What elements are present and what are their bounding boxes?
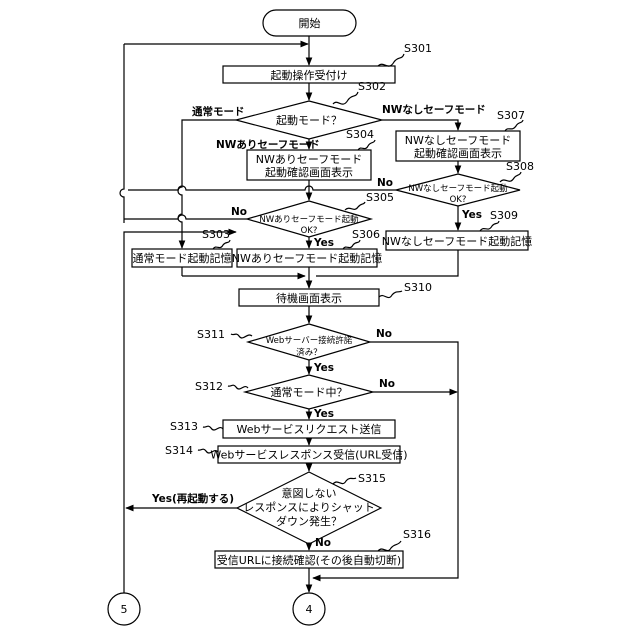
branch-yes-restart: Yes(再起動する) (151, 492, 234, 505)
label-s302: S302 (358, 80, 386, 93)
label-s309: S309 (490, 209, 518, 222)
leader-s310 (379, 291, 402, 298)
s315-text-3: ダウン発生？ (276, 514, 342, 528)
branch-nw-on-safe: NWありセーフモード (216, 138, 320, 151)
s305-no-line (124, 215, 247, 219)
arrow-s302-s307 (382, 120, 458, 130)
s307-text-1: NWなしセーフモード (405, 134, 511, 147)
leader-s315 (333, 478, 356, 484)
label-s312: S312 (195, 380, 223, 393)
branch-no-s312: No (379, 378, 395, 390)
leader-s312 (228, 385, 248, 389)
label-s308: S308 (506, 160, 534, 173)
s303-text: 通常モード起動記憶 (133, 251, 232, 265)
branch-yes-s308: Yes (461, 209, 482, 221)
label-s311: S311 (197, 328, 225, 341)
s302-text: 起動モード？ (276, 113, 342, 127)
label-s303: S303 (202, 228, 230, 241)
leader-s313 (203, 426, 223, 430)
s308-text-2: OK? (450, 195, 467, 205)
s308-no-line (128, 186, 396, 190)
leader-s301 (378, 54, 404, 66)
branch-nw-off-safe: NWなしセーフモード (382, 104, 486, 116)
label-s313: S313 (170, 420, 198, 433)
label-s306: S306 (352, 228, 380, 241)
label-s301: S301 (404, 42, 432, 55)
branch-normal-mode: 通常モード (192, 105, 245, 118)
s312-text: 通常モード中？ (271, 386, 348, 399)
label-s316: S316 (403, 528, 431, 541)
leader-s316 (378, 541, 401, 551)
leader-s303 (213, 240, 230, 249)
label-s315: S315 (358, 472, 386, 485)
s304-text-2: 起動確認画面表示 (265, 165, 353, 179)
start-text: 開始 (299, 16, 321, 30)
label-s305: S305 (366, 191, 394, 204)
leader-s311 (231, 334, 252, 338)
leader-s306 (343, 240, 360, 249)
branch-no-s305: No (231, 206, 247, 218)
s311-text-1: Webサーバー接続許諾 (266, 335, 353, 346)
connector-4-text: 4 (306, 603, 313, 616)
s315-text-1: 意図しない (282, 486, 337, 500)
label-s314: S314 (165, 444, 193, 457)
s307-text-2: 起動確認画面表示 (414, 146, 502, 160)
s311-text-2: 済み？ (296, 347, 322, 358)
c5-up-line (124, 232, 236, 593)
s315-text-2: レスポンスによりシャット (243, 501, 375, 514)
label-s307: S307 (497, 109, 525, 122)
branch-no-s308: No (377, 177, 393, 189)
branch-yes-s305: Yes (313, 237, 334, 249)
branch-yes-s311: Yes (313, 362, 334, 374)
s305-text-2: OK? (301, 226, 318, 236)
leader-s304 (358, 140, 375, 150)
s309-text: NWなしセーフモード起動記憶 (382, 234, 532, 248)
s310-text: 待機画面表示 (276, 291, 342, 305)
branch-yes-s312: Yes (313, 408, 334, 420)
s306-text: NWありセーフモード起動記憶 (232, 251, 382, 265)
s314-text: Webサービスレスポンス受信(URL受信) (210, 449, 407, 462)
branch-no-s315: No (315, 537, 331, 549)
s305-text-1: NWありセーフモード起動 (259, 214, 358, 225)
loop-left-rail (120, 44, 124, 223)
s304-text-1: NWありセーフモード (256, 153, 362, 166)
leader-s309 (480, 221, 499, 231)
connector-5-text: 5 (121, 603, 128, 616)
s308-text-1: NWなしセーフモード起動 (408, 183, 507, 194)
s313-text: Webサービスリクエスト送信 (237, 422, 382, 436)
leader-s308 (500, 172, 521, 182)
label-s304: S304 (346, 128, 374, 141)
label-s310: S310 (404, 281, 432, 294)
s316-text: 受信URLに接続確認(その後自動切断) (217, 553, 401, 567)
leader-s302 (333, 92, 358, 104)
s301-text: 起動操作受付け (271, 68, 348, 82)
branch-no-s311: No (376, 328, 392, 340)
leader-s305 (345, 202, 365, 210)
